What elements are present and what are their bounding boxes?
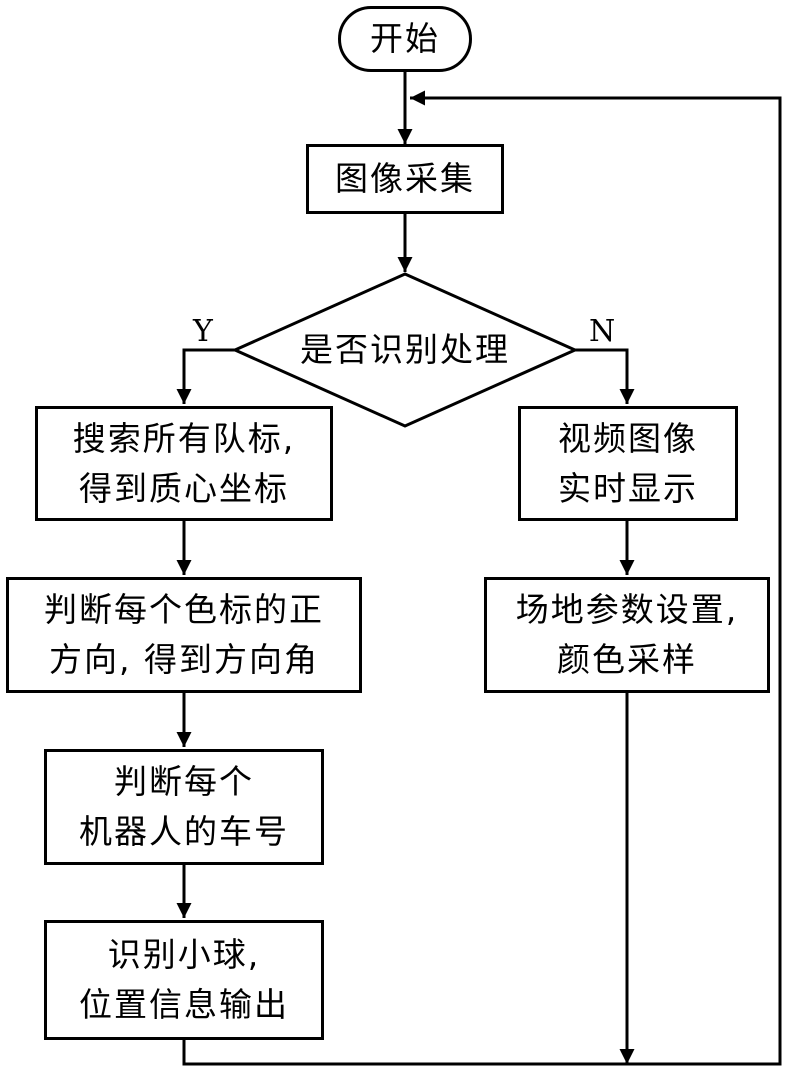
ball-detection-line2: 位置信息输出 <box>79 985 289 1024</box>
ball-detection-box: 识别小球, 位置信息输出 <box>44 920 324 1040</box>
video-display-line1: 视频图像 <box>558 418 698 458</box>
field-settings-line1: 场地参数设置, <box>515 590 739 629</box>
robot-id-line1: 判断每个 <box>114 762 254 801</box>
no-label: N <box>589 314 616 349</box>
image-acquisition-label: 图像采集 <box>335 159 475 198</box>
orientation-line1: 判断每个色标的正 <box>44 590 324 629</box>
decision-label: 是否识别处理 <box>300 330 510 369</box>
loop-back-line <box>182 90 782 1066</box>
image-acquisition-box: 图像采集 <box>306 144 504 214</box>
search-markers-line1: 搜索所有队标, <box>72 418 296 458</box>
robot-id-line2: 机器人的车号 <box>79 812 289 851</box>
field-settings-line2: 颜色采样 <box>557 640 697 679</box>
orientation-line2: 方向, 得到方向角 <box>49 640 319 679</box>
start-label: 开始 <box>370 19 440 58</box>
robot-id-box: 判断每个 机器人的车号 <box>44 749 324 865</box>
orientation-box: 判断每个色标的正 方向, 得到方向角 <box>6 577 362 693</box>
arrow-no-branch <box>575 348 635 404</box>
field-settings-box: 场地参数设置, 颜色采样 <box>484 577 770 693</box>
search-markers-box: 搜索所有队标, 得到质心坐标 <box>35 406 333 521</box>
video-display-line2: 实时显示 <box>558 468 698 508</box>
ball-detection-line1: 识别小球, <box>107 935 261 974</box>
decision-diamond <box>231 272 579 428</box>
yes-label: Y <box>193 314 213 349</box>
arrow-yes-branch <box>176 348 235 404</box>
search-markers-line2: 得到质心坐标 <box>79 468 289 508</box>
video-display-box: 视频图像 实时显示 <box>518 406 738 521</box>
start-terminal: 开始 <box>338 6 472 72</box>
